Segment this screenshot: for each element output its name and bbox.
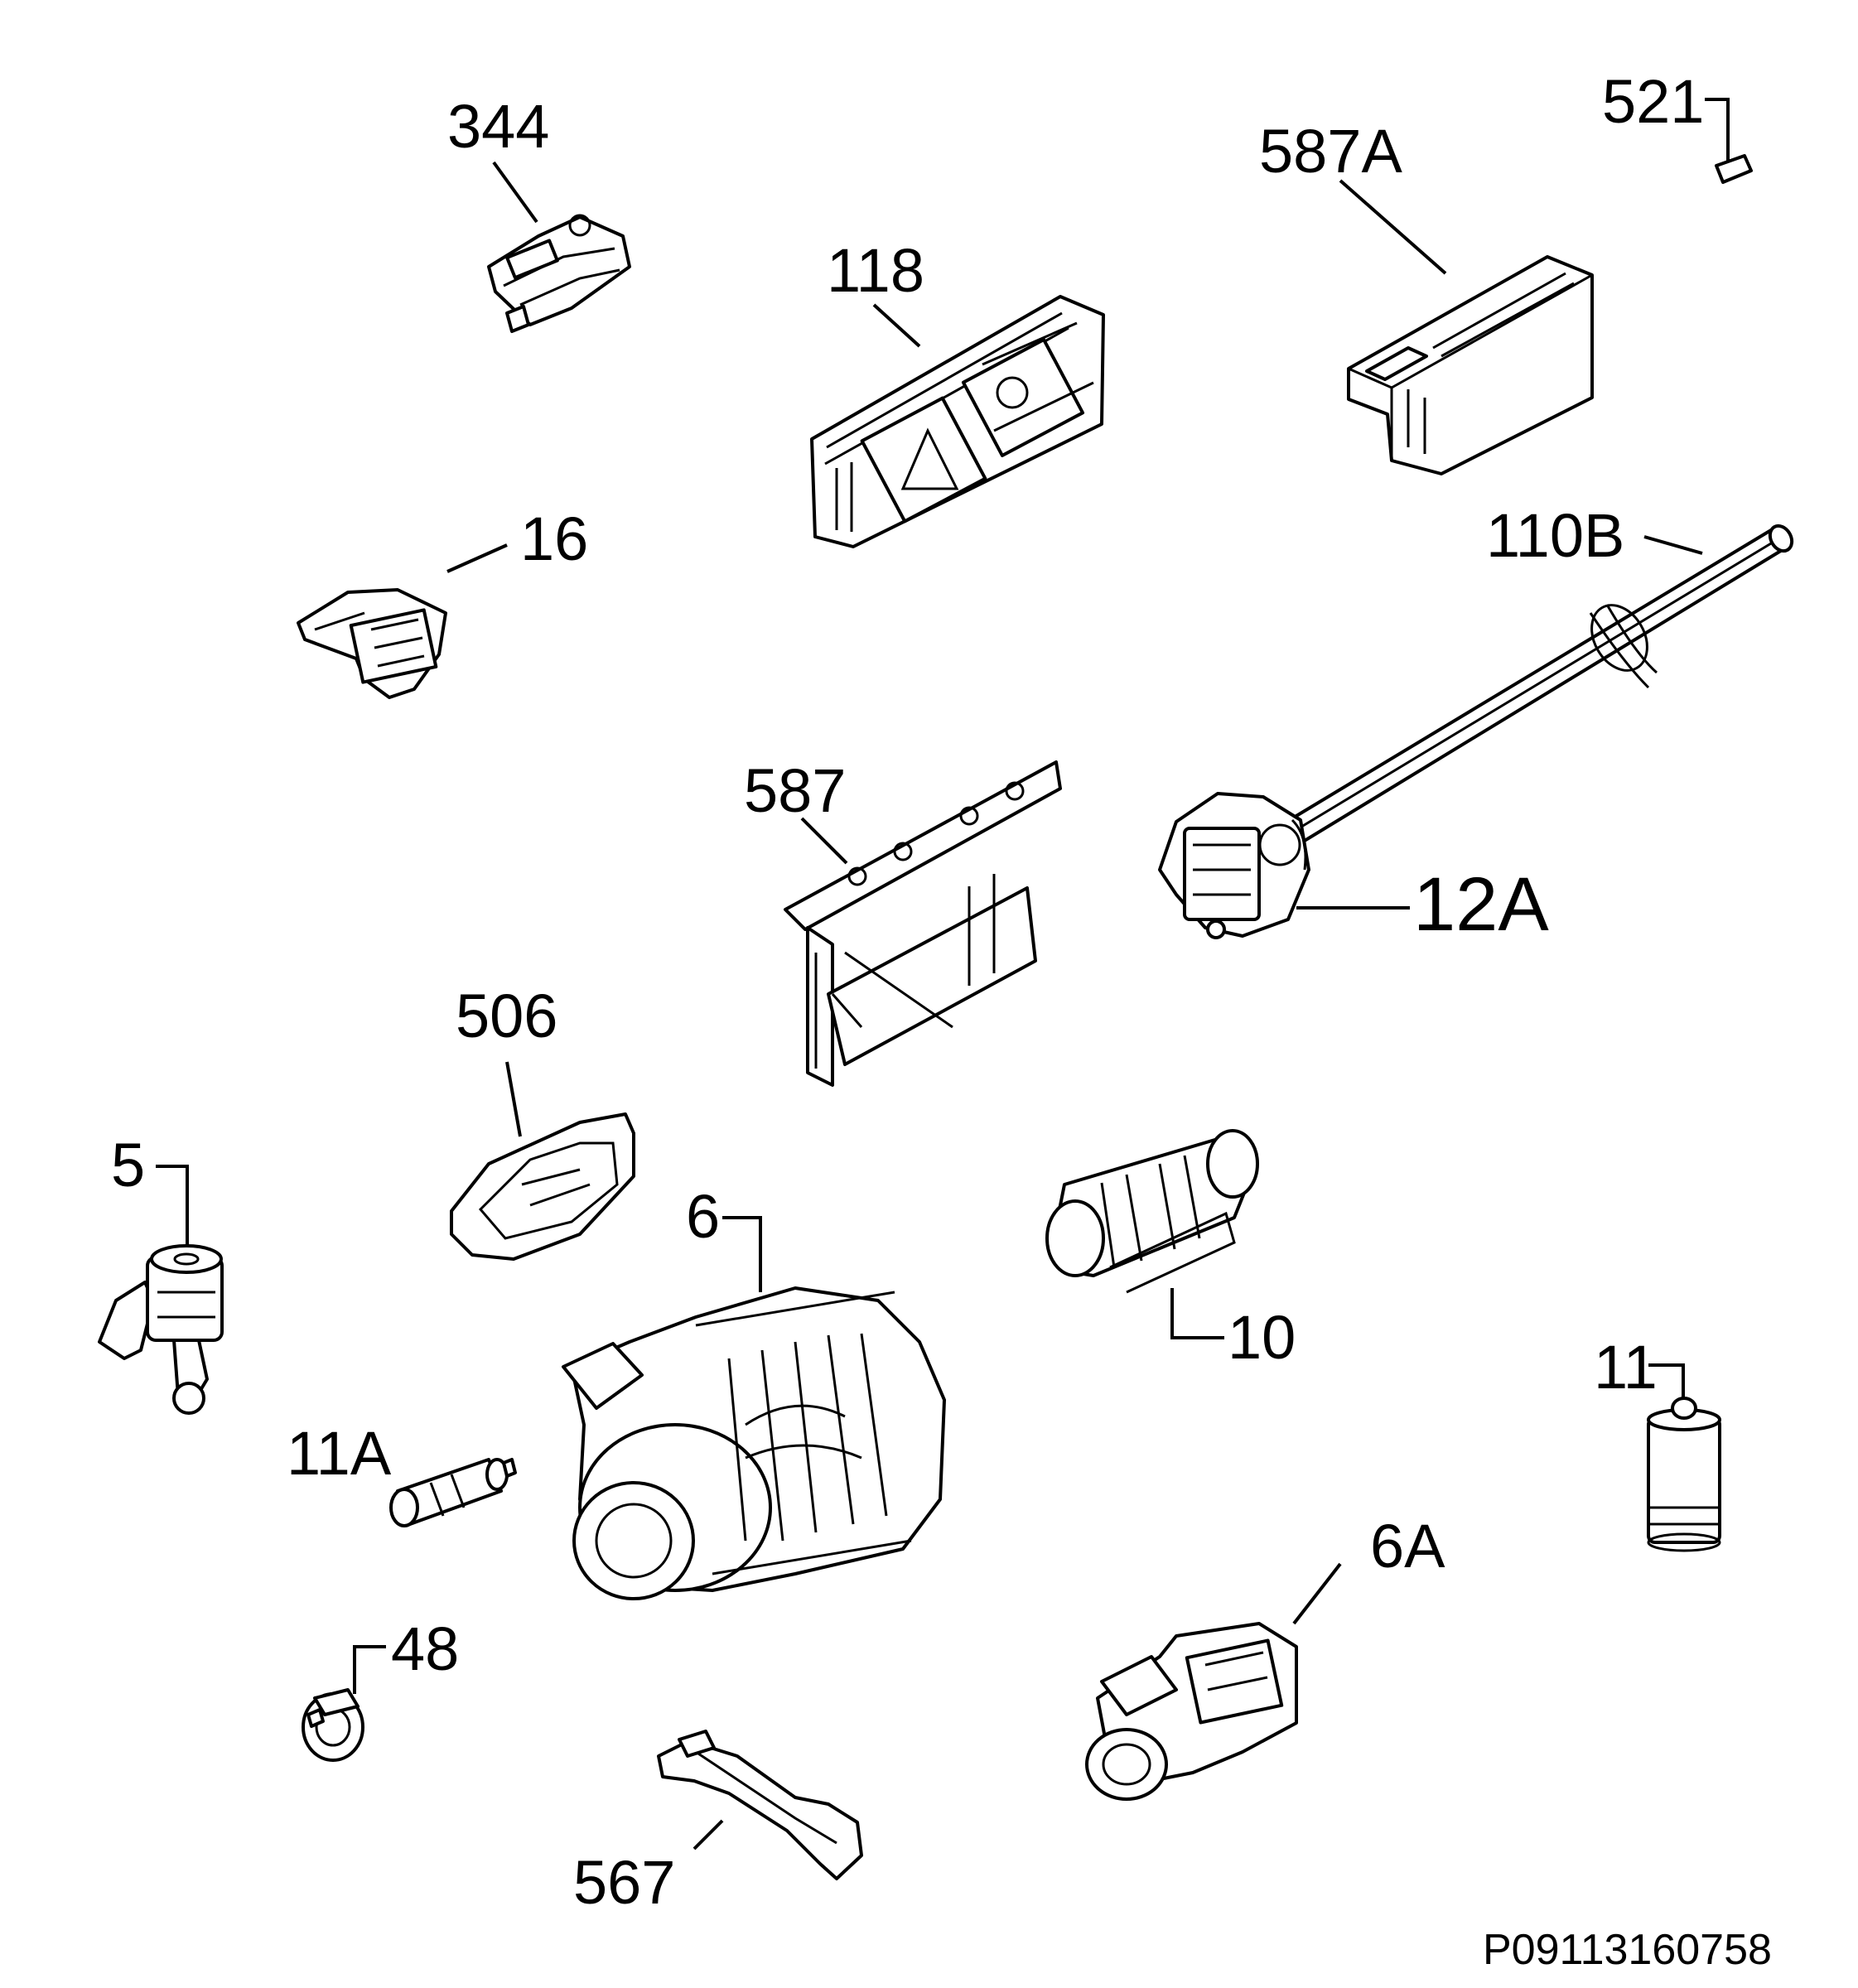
leader-6 xyxy=(722,1216,762,1292)
callout-16: 16 xyxy=(520,504,589,573)
part-118-control-module xyxy=(810,295,1105,548)
callout-11A: 11A xyxy=(287,1419,392,1488)
callout-6: 6 xyxy=(686,1182,721,1251)
callout-12A: 12A xyxy=(1413,862,1549,947)
callout-6A: 6A xyxy=(1370,1512,1445,1580)
callout-110B: 110B xyxy=(1486,501,1625,570)
leader-506 xyxy=(505,1061,522,1137)
callout-587A: 587A xyxy=(1259,117,1402,186)
part-506-cover xyxy=(450,1112,635,1261)
part-6-pump-motor xyxy=(562,1286,946,1600)
diagram-reference-id: P09113160758 xyxy=(1483,1926,1772,1974)
callout-11: 11 xyxy=(1594,1333,1658,1402)
callout-48: 48 xyxy=(391,1614,460,1683)
callout-344: 344 xyxy=(447,92,550,161)
leader-lines xyxy=(156,98,1730,1850)
leader-48 xyxy=(353,1645,386,1694)
part-567-cable-clip xyxy=(657,1730,863,1880)
leader-587 xyxy=(800,817,848,865)
part-5-inlet-valve xyxy=(98,1244,224,1415)
part-344-latch xyxy=(487,214,631,333)
part-11-capacitor xyxy=(1647,1397,1721,1552)
leader-11 xyxy=(1648,1363,1685,1408)
callout-587: 587 xyxy=(744,756,847,825)
callout-5: 5 xyxy=(111,1131,146,1199)
callout-118: 118 xyxy=(827,236,924,305)
part-587-bracket xyxy=(784,760,1062,1087)
part-12A-sensor-housing xyxy=(1158,792,1310,939)
part-110B-hose xyxy=(1274,524,1794,850)
leader-521 xyxy=(1705,98,1730,162)
part-6A-drain-pump xyxy=(1085,1622,1298,1801)
part-521-clip xyxy=(1715,154,1753,184)
leader-110B xyxy=(1643,535,1703,555)
callout-10: 10 xyxy=(1228,1303,1296,1372)
part-587A-electronic-module xyxy=(1347,255,1594,475)
part-11A-small-capacitor xyxy=(389,1458,517,1527)
leader-587A xyxy=(1339,179,1447,275)
leader-16 xyxy=(446,543,508,573)
leader-10 xyxy=(1170,1288,1224,1339)
leader-344 xyxy=(492,161,538,224)
callout-567: 567 xyxy=(573,1848,676,1917)
part-48-plug xyxy=(302,1688,364,1762)
callout-506: 506 xyxy=(456,982,558,1050)
part-10-heater xyxy=(1045,1129,1259,1294)
leader-118 xyxy=(872,303,921,348)
callout-521: 521 xyxy=(1602,67,1705,136)
part-16-door-lock xyxy=(297,588,447,699)
leader-5 xyxy=(156,1165,189,1249)
leader-567 xyxy=(693,1819,724,1850)
leader-6A xyxy=(1292,1562,1342,1625)
